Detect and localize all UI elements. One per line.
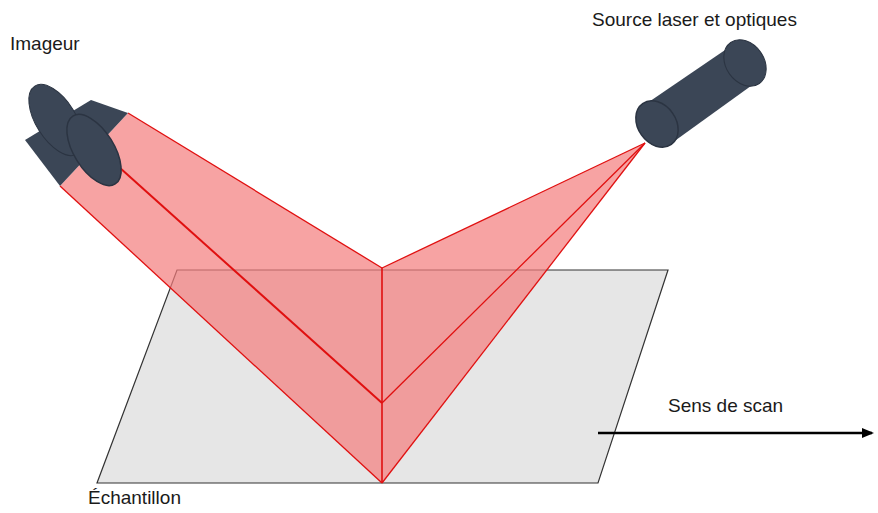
laser-label: Source laser et optiques bbox=[592, 10, 797, 31]
scan-arrow bbox=[598, 432, 872, 435]
imager-body bbox=[18, 75, 132, 194]
imager-label: Imageur bbox=[10, 34, 80, 55]
sample-label: Échantillon bbox=[88, 488, 181, 509]
beam-lines bbox=[60, 113, 645, 483]
scan-direction-label: Sens de scan bbox=[668, 396, 783, 417]
laser-body bbox=[627, 32, 775, 156]
